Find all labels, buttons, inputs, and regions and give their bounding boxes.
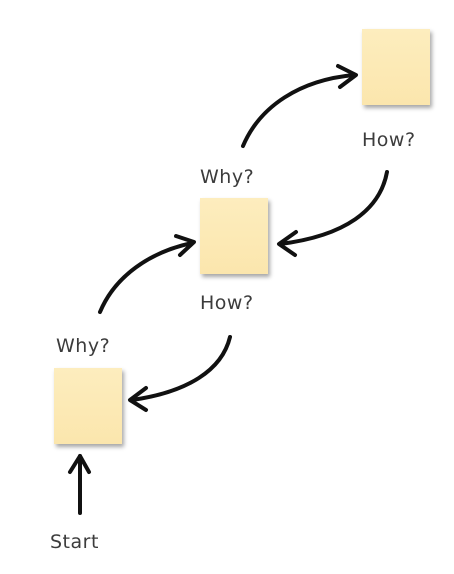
label-how-middle: How? [200, 292, 254, 314]
why-arrow-lower [98, 241, 194, 314]
label-why-bottom: Why? [56, 335, 111, 357]
start-arrowhead [68, 454, 91, 474]
why-arrow-upper [241, 73, 356, 148]
label-how-top: How? [362, 129, 416, 151]
label-why-middle: Why? [200, 166, 255, 188]
why-arrowhead-upper [336, 64, 358, 89]
why-arrowhead-lower [174, 234, 196, 257]
sticky-note-middle [200, 198, 268, 274]
sticky-note-top [362, 29, 430, 105]
sticky-note-bottom [54, 368, 122, 444]
label-start: Start [50, 531, 99, 553]
how-arrow-upper [278, 170, 389, 246]
how-arrowhead-upper [277, 230, 298, 257]
how-arrowhead-lower [128, 386, 148, 412]
how-arrow-lower [130, 335, 232, 402]
